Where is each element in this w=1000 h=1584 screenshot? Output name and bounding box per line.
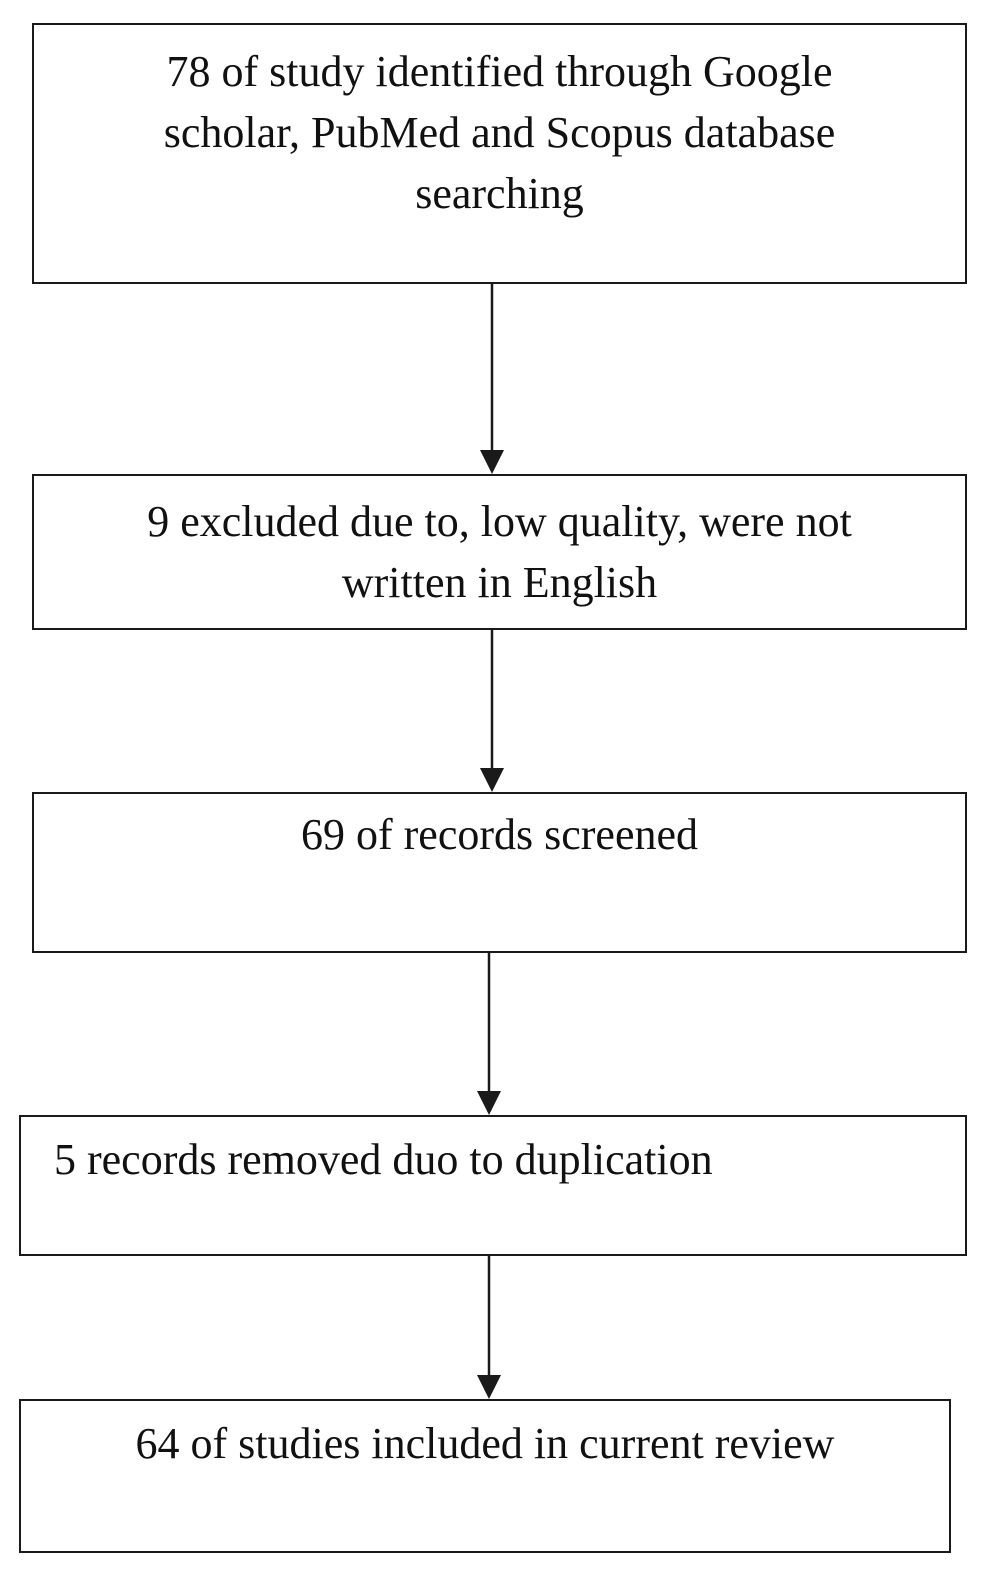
flow-box-included: 64 of studies included in current review <box>19 1399 951 1553</box>
flow-box-included-text: 64 of studies included in current review <box>135 1419 835 1468</box>
flow-box-duplicates-removed-text: 5 records removed duo to duplication <box>54 1135 713 1184</box>
arrow-4 <box>477 1256 501 1399</box>
flow-box-duplicates-removed: 5 records removed duo to duplication <box>19 1115 967 1256</box>
arrow-3 <box>477 953 501 1115</box>
flow-box-screened-text: 69 of records screened <box>300 810 699 859</box>
flow-box-identified-text: 78 of study identified through Google sc… <box>163 47 836 218</box>
arrow-2 <box>480 630 504 792</box>
flow-box-screened: 69 of records screened <box>32 792 967 953</box>
arrow-1 <box>480 284 504 474</box>
flow-box-excluded: 9 excluded due to, low quality, were not… <box>32 474 967 630</box>
flow-box-identified: 78 of study identified through Google sc… <box>32 23 967 284</box>
flow-box-excluded-text: 9 excluded due to, low quality, were not… <box>147 497 852 607</box>
